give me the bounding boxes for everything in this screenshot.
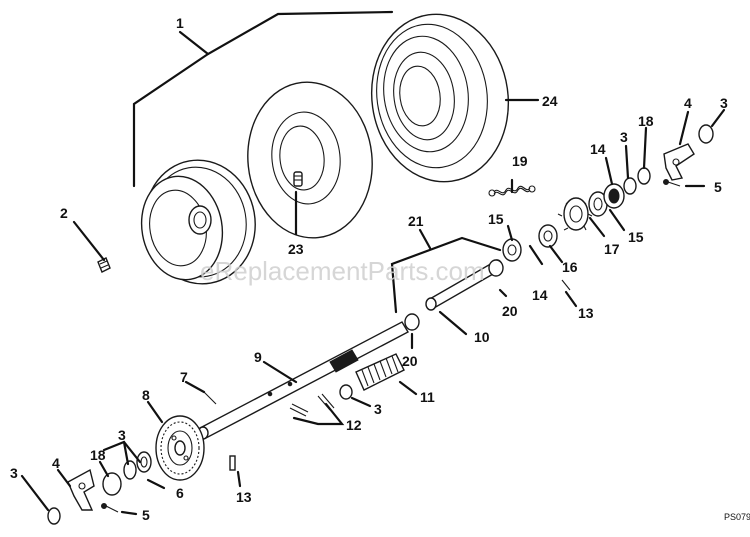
callout-5b: 5 (142, 507, 150, 523)
callout-16: 16 (562, 259, 578, 275)
callout-2: 2 (60, 205, 68, 221)
callout-4b: 4 (52, 455, 60, 471)
valve-stem (293, 171, 303, 187)
leader-lines (20, 10, 726, 516)
watermark: eReplacementParts.com (200, 256, 485, 286)
callout-19: 19 (512, 153, 528, 169)
callout-3d: 3 (118, 427, 126, 443)
callout-1: 1 (176, 15, 184, 31)
callout-18a: 18 (638, 113, 654, 129)
callout-20b: 20 (402, 353, 418, 369)
right-hub-stack (502, 124, 714, 291)
left-hub-stack (47, 451, 152, 525)
callout-23: 23 (288, 241, 304, 257)
wheel-rim (140, 159, 256, 285)
callout-8: 8 (142, 387, 150, 403)
inner-tube (247, 81, 373, 239)
spring-11 (339, 353, 405, 400)
gear (155, 415, 205, 481)
callout-13b: 13 (236, 489, 252, 505)
valve-part (97, 257, 111, 273)
callout-17: 17 (604, 241, 620, 257)
callout-11: 11 (420, 389, 435, 405)
callout-3e: 3 (10, 465, 18, 481)
callout-14b: 14 (532, 287, 548, 303)
callout-3c: 3 (374, 401, 382, 417)
spacer-20 (404, 313, 420, 331)
callout-7: 7 (180, 369, 188, 385)
callout-15b: 15 (628, 229, 644, 245)
callout-5a: 5 (714, 179, 722, 195)
callout-3b: 3 (720, 95, 728, 111)
callout-18b: 18 (90, 447, 106, 463)
tire (370, 13, 510, 183)
callout-21: 21 (408, 213, 424, 229)
callout-6: 6 (176, 485, 184, 501)
callout-13a: 13 (578, 305, 594, 321)
callout-3a: 3 (620, 129, 628, 145)
spacer-20b (488, 259, 504, 277)
callout-9: 9 (254, 349, 262, 365)
shaft-tube (404, 259, 504, 331)
callout-12: 12 (346, 417, 362, 433)
callout-15a: 15 (488, 211, 504, 227)
callout-numbers: 1 2 24 23 19 21 15 14 3 18 4 3 5 15 17 1… (10, 15, 728, 523)
callout-24: 24 (542, 93, 558, 109)
drawing-code: PS079 (724, 512, 750, 522)
callout-14a: 14 (590, 141, 606, 157)
callout-10: 10 (474, 329, 490, 345)
callout-4a: 4 (684, 95, 692, 111)
callout-20a: 20 (502, 303, 518, 319)
